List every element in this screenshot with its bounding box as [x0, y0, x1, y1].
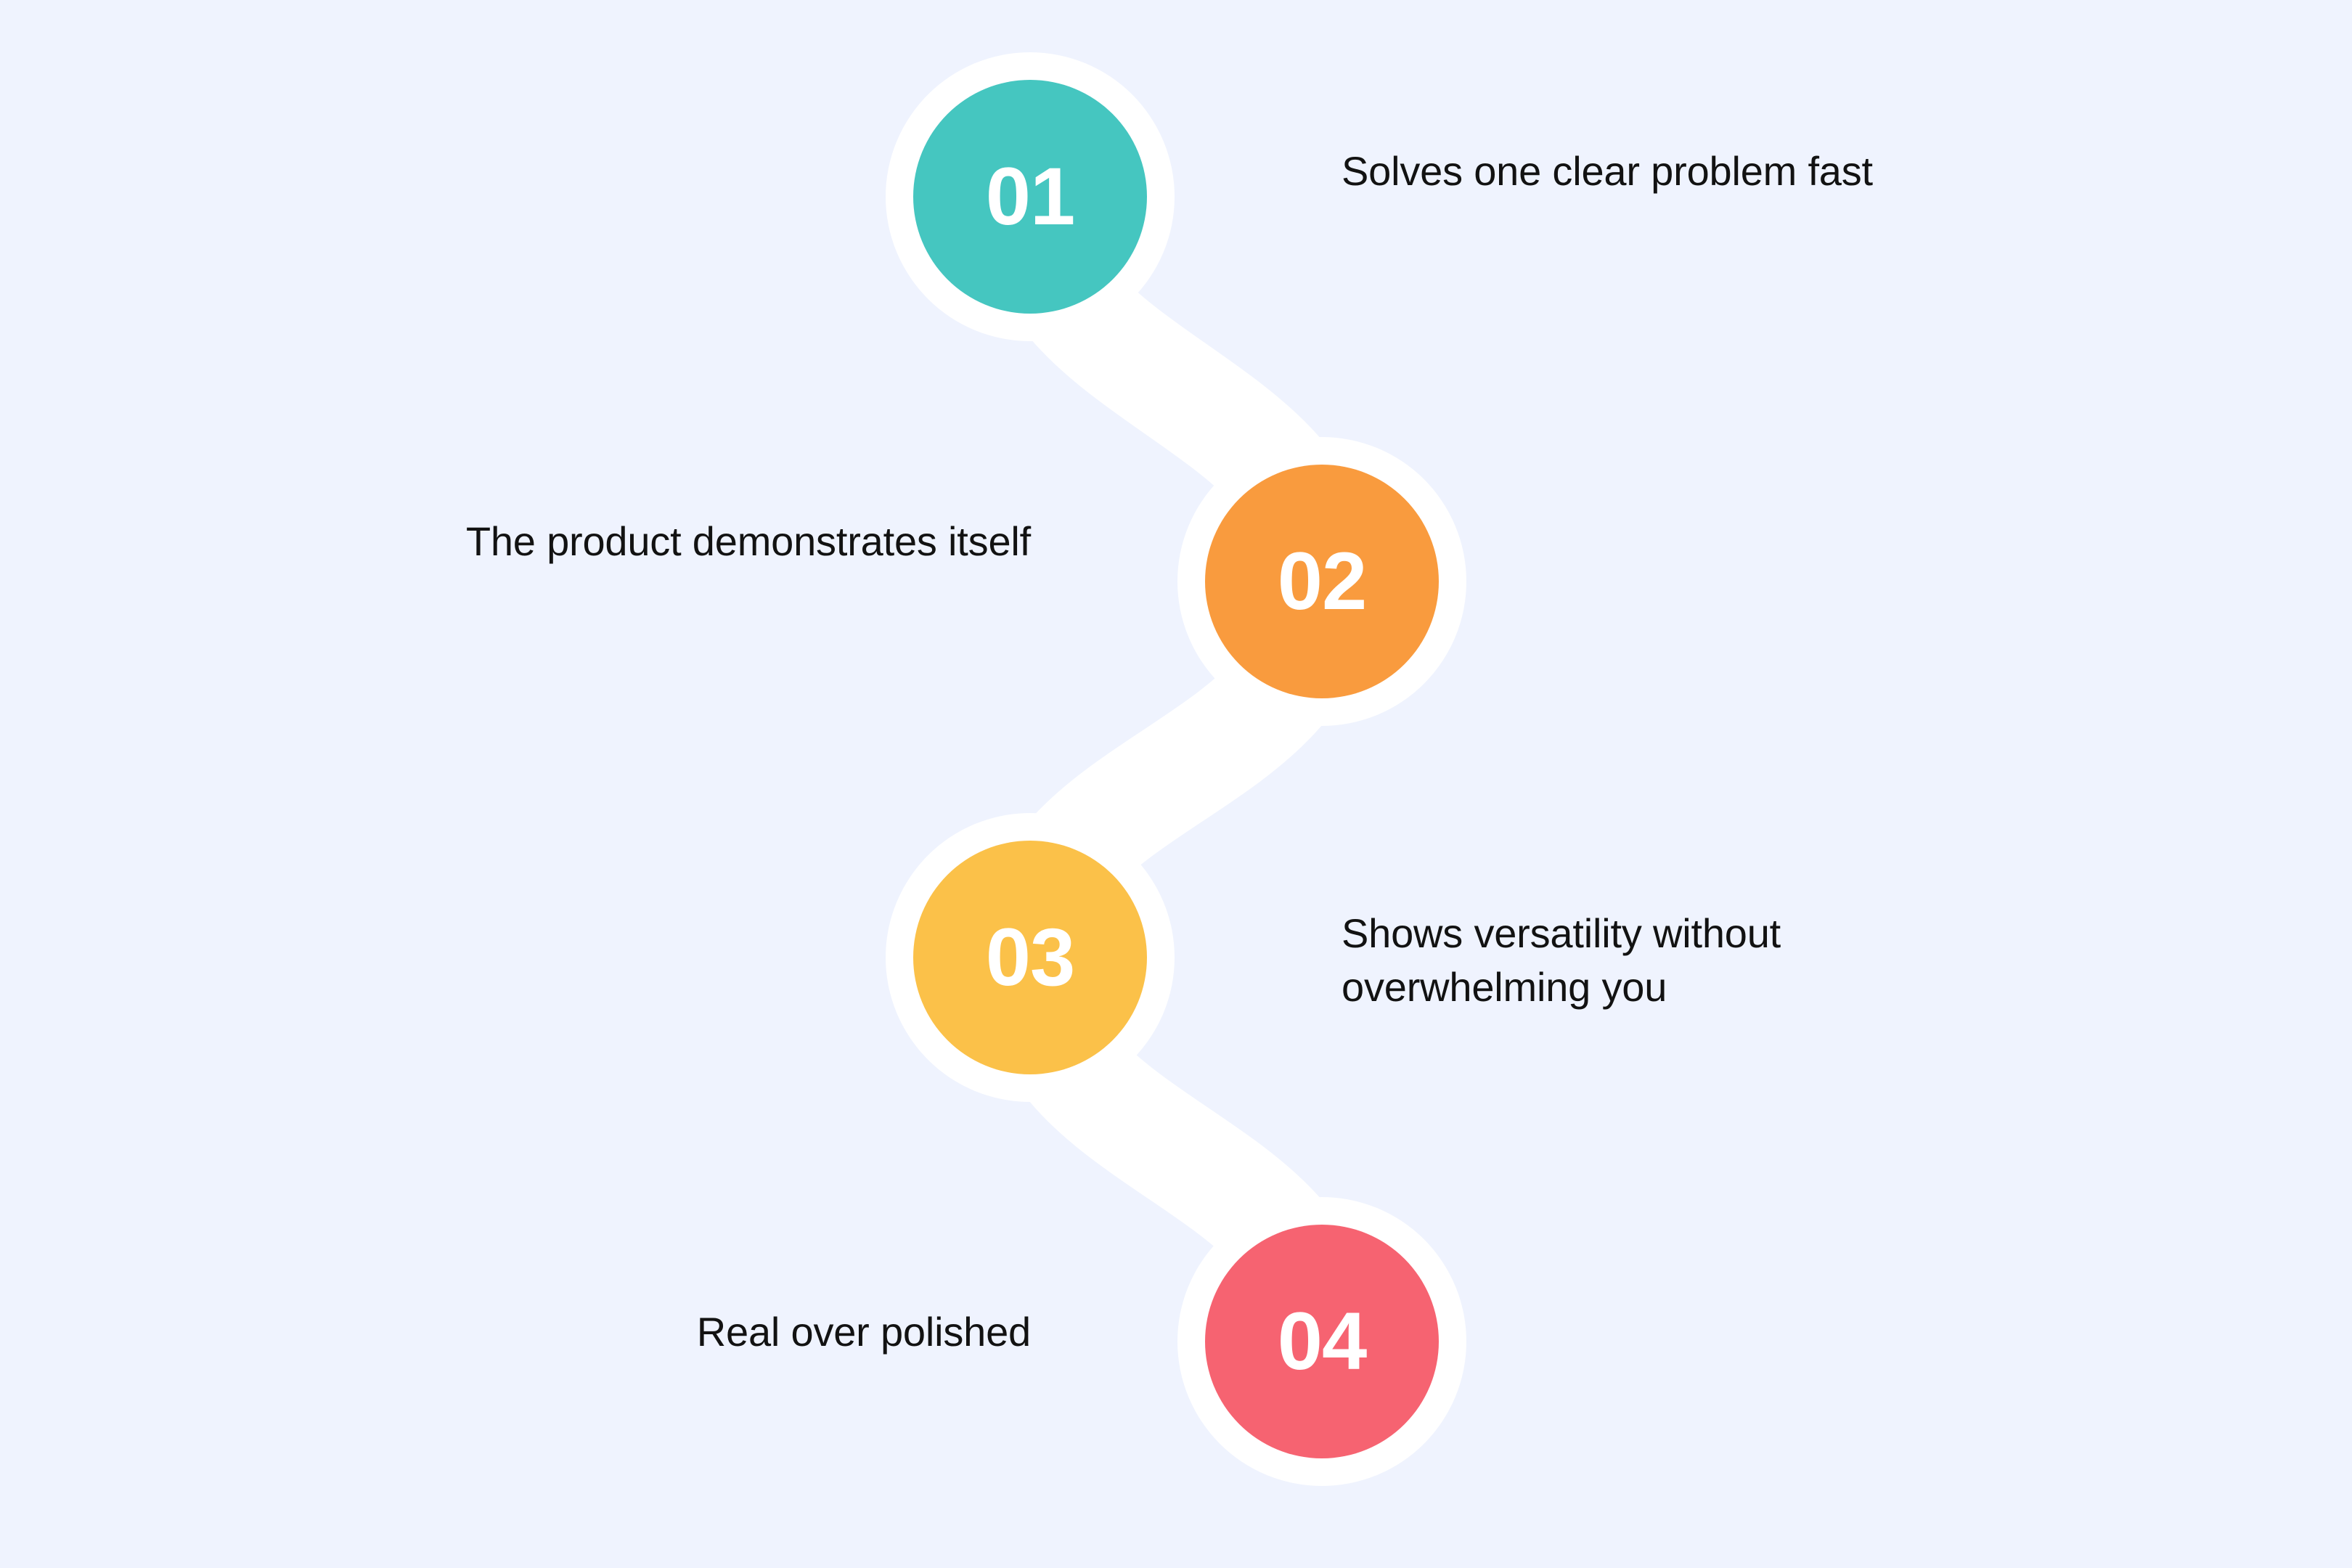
- step-number-03: 03: [985, 912, 1076, 1003]
- step-number-04: 04: [1277, 1296, 1368, 1387]
- step-label-04: Real over polished: [696, 1309, 1031, 1355]
- step-label-03: Shows versatility without overwhelming y…: [1342, 910, 1781, 1010]
- step-label-02: The product demonstrates itself: [465, 518, 1031, 564]
- step-number-01: 01: [985, 151, 1076, 242]
- step-circle-01[interactable]: 01: [913, 80, 1147, 314]
- step-circle-03[interactable]: 03: [913, 841, 1147, 1074]
- step-label-01: Solves one clear problem fast: [1342, 148, 1873, 194]
- step-number-02: 02: [1277, 536, 1368, 626]
- step-circle-02[interactable]: 02: [1205, 465, 1439, 698]
- step-circle-04[interactable]: 04: [1205, 1225, 1439, 1458]
